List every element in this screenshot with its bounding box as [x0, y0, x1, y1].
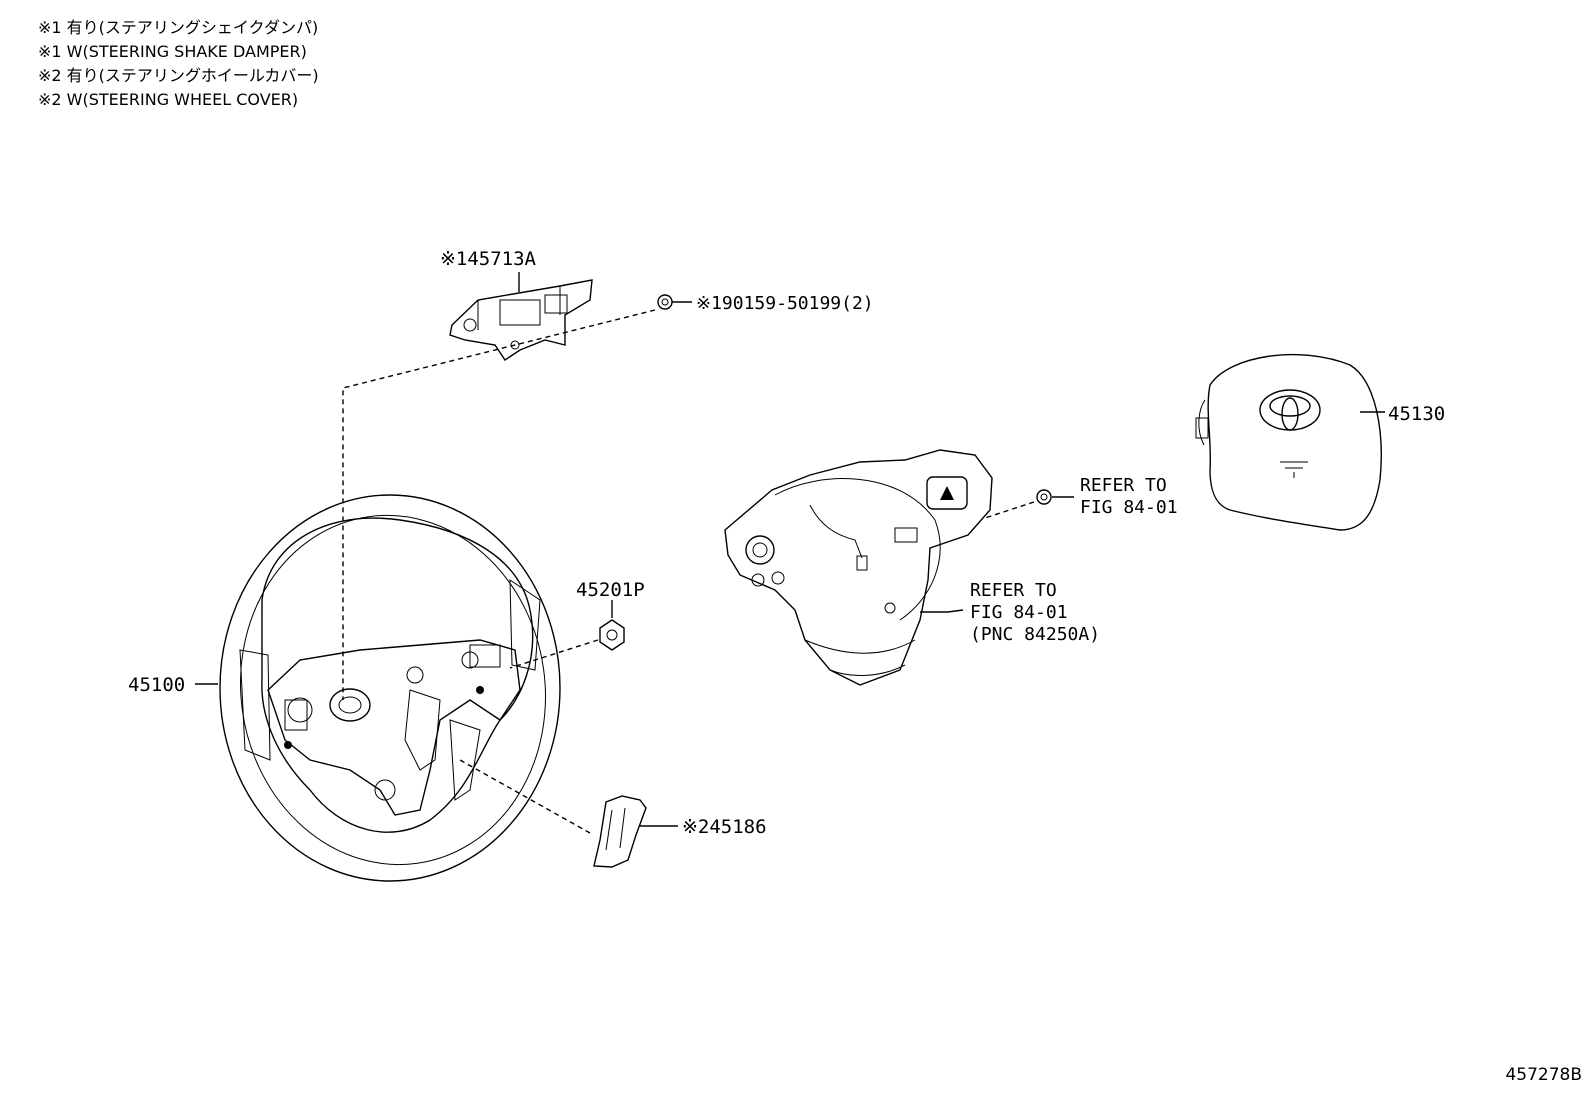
steering-wheel-illustration[interactable] — [218, 494, 568, 884]
note-3: ※2 有り(ステアリングホイールカバー) — [38, 66, 319, 85]
figure-id: 457278B — [1505, 1065, 1582, 1085]
bolt-illustration[interactable] — [657, 294, 692, 310]
switch-bezel-illustration[interactable] — [724, 449, 993, 686]
shake-damper-illustration[interactable] — [449, 279, 593, 361]
label-refer-lower-1: REFER TO — [970, 580, 1057, 601]
wheel-cover-illustration[interactable] — [593, 795, 647, 868]
note-1: ※1 有り(ステアリングシェイクダンパ) — [38, 18, 319, 37]
label-refer-upper-1: REFER TO — [1080, 475, 1167, 496]
label-45186: ※245186 — [682, 816, 767, 838]
label-refer-upper-2: FIG 84-01 — [1080, 497, 1178, 518]
label-45100: 45100 — [128, 674, 185, 696]
notes-block: ※1 有り(ステアリングシェイクダンパ) ※1 W(STEERING SHAKE… — [38, 16, 319, 112]
airbag-illustration[interactable] — [1195, 353, 1382, 531]
label-45130: 45130 — [1388, 403, 1445, 425]
label-45201P: 45201P — [576, 579, 645, 601]
note-2: ※1 W(STEERING SHAKE DAMPER) — [38, 42, 307, 61]
nut-illustration[interactable] — [599, 619, 625, 651]
label-refer-lower-3: (PNC 84250A) — [970, 624, 1100, 645]
label-90159-50199: ※190159-50199(2) — [696, 293, 874, 314]
label-45713A: ※145713A — [440, 248, 537, 270]
label-refer-lower-2: FIG 84-01 — [970, 602, 1068, 623]
note-4: ※2 W(STEERING WHEEL COVER) — [38, 90, 299, 109]
screw-illustration[interactable] — [1036, 489, 1052, 505]
